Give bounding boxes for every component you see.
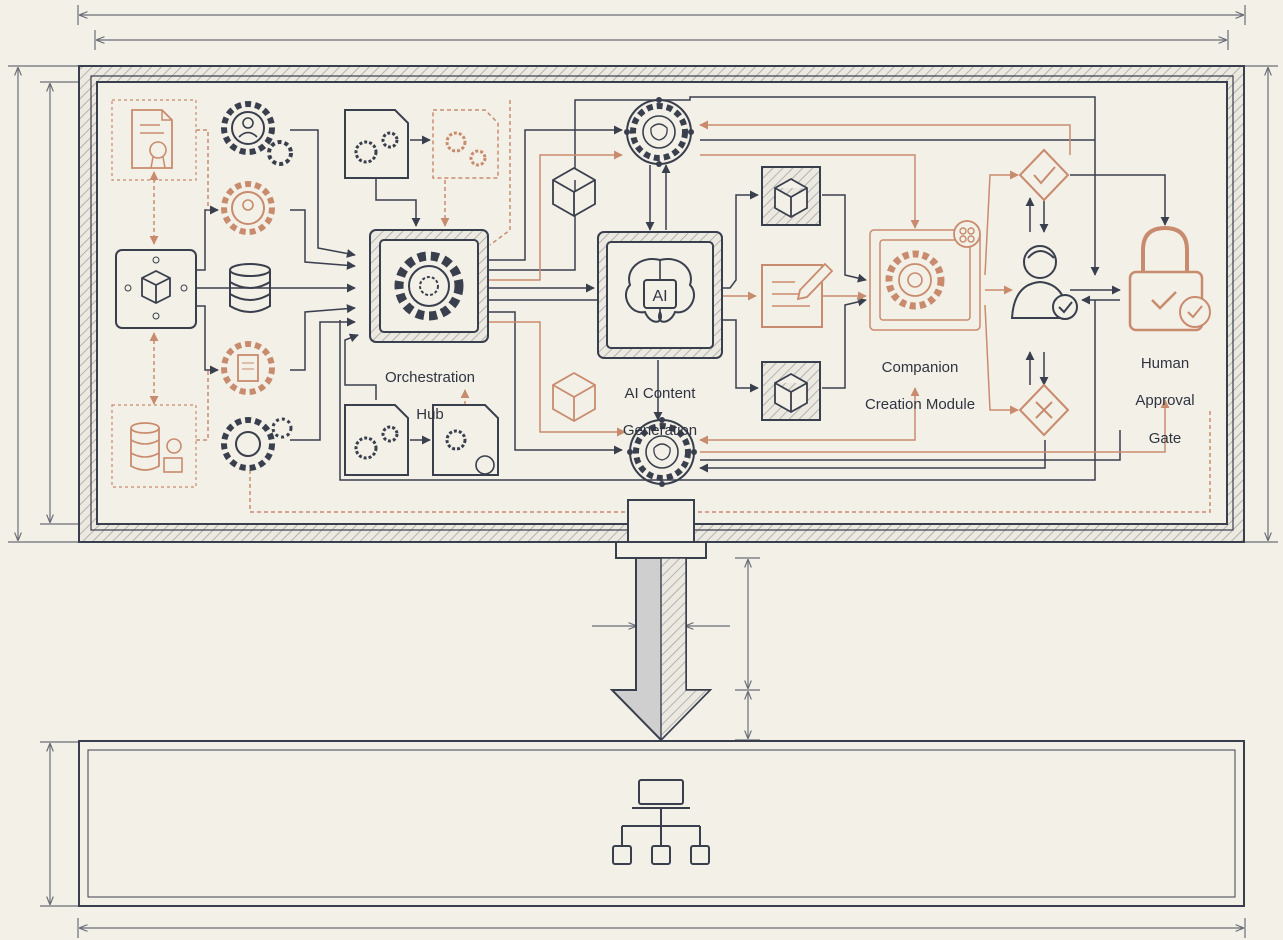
- config-document-gear-icon: [432, 109, 499, 179]
- ai-content-generation-label-line2: Generation: [622, 422, 698, 440]
- reviewer-user-icon[interactable]: [1010, 245, 1078, 320]
- companion-creation-module-label: Companion Creation Module: [850, 340, 990, 434]
- package-cube-icon: [552, 166, 596, 218]
- database-group-icon: [111, 404, 197, 488]
- script-document-gear-icon: [432, 404, 499, 476]
- editable-document-icon: [761, 262, 834, 328]
- cube-network-icon[interactable]: [115, 249, 197, 329]
- companion-creation-module-node[interactable]: [869, 220, 981, 331]
- ai-content-generation-label: AI Content Generation: [590, 366, 730, 460]
- document-gear-icon: [221, 341, 275, 395]
- certificate-document-icon: [111, 99, 197, 181]
- dimension-lines: [8, 5, 1278, 938]
- template-document-gear-icon: [344, 404, 409, 476]
- companion-creation-module-label-line1: Companion: [881, 358, 959, 376]
- artifact-cube-bottom-icon: [761, 361, 821, 421]
- gear-cluster-icon: [221, 417, 293, 471]
- human-approval-gate-label-line2: Approval: [1135, 392, 1195, 410]
- ai-content-generation-node[interactable]: AI: [597, 231, 723, 359]
- orchestration-hub-node[interactable]: [369, 229, 489, 343]
- padlock-check-icon[interactable]: [1128, 225, 1211, 332]
- database-icon: [229, 263, 271, 313]
- companion-creation-module-label-line2: Creation Module: [864, 396, 976, 414]
- top-neural-gear-icon[interactable]: [624, 97, 694, 167]
- bottom-neural-gear-icon[interactable]: [627, 417, 697, 487]
- package-cube-accent-icon: [552, 371, 596, 423]
- orchestration-hub-label: Orchestration Hub: [360, 350, 500, 444]
- output-arrow: [609, 499, 713, 742]
- network-hierarchy-icon[interactable]: [612, 779, 710, 865]
- ai-content-generation-label-line1: AI Content: [624, 384, 696, 402]
- human-approval-gate-label: Human Approval Gate: [1110, 336, 1220, 467]
- orchestration-hub-label-line1: Orchestration: [384, 368, 476, 386]
- process-document-gear-icon: [344, 109, 409, 179]
- cross-diamond-icon[interactable]: [1018, 383, 1070, 437]
- ai-chip-text: AI: [652, 288, 667, 305]
- connector-lines: [149, 96, 1211, 513]
- orchestration-hub-label-line2: Hub: [416, 406, 444, 424]
- checkmark-diamond-icon[interactable]: [1018, 148, 1070, 202]
- artifact-cube-top-icon: [761, 166, 821, 226]
- human-approval-gate-label-line3: Gate: [1148, 429, 1182, 447]
- human-approval-gate-label-line1: Human: [1140, 354, 1190, 372]
- user-gear-icon: [221, 101, 293, 166]
- person-gear-icon: [221, 181, 275, 235]
